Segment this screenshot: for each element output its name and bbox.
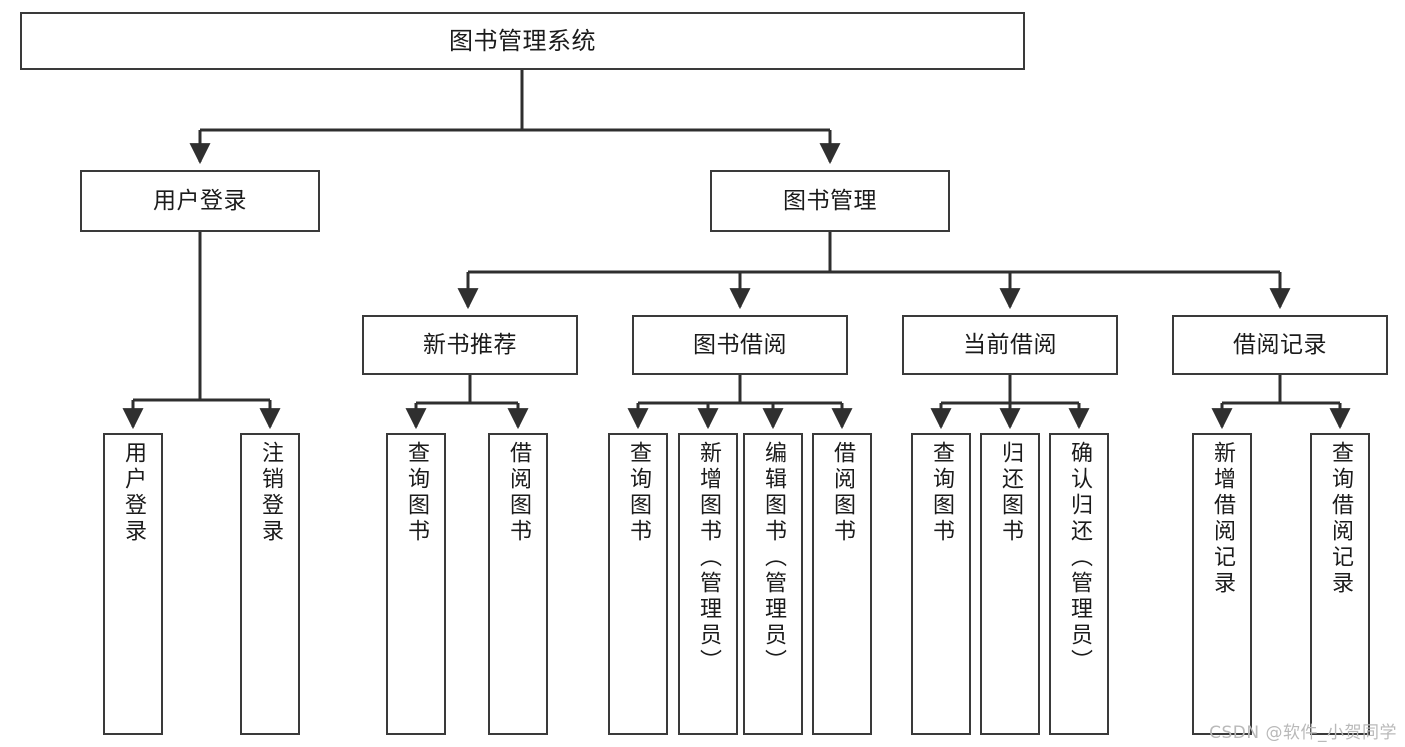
node-label: 新书推荐 [423,331,517,358]
leaf-edit-book[interactable]: 编辑图书（管理员） [743,433,803,735]
node-label: 图书借阅 [693,331,787,358]
leaf-query-book-borrow[interactable]: 查询图书 [608,433,668,735]
node-label: 新增图书（管理员） [696,441,721,675]
leaf-query-book-recommend[interactable]: 查询图书 [386,433,446,735]
node-label: 确认归还（管理员） [1067,441,1092,675]
node-label: 新增借阅记录 [1210,441,1235,597]
node-book-manage[interactable]: 图书管理 [710,170,950,232]
leaf-confirm-return[interactable]: 确认归还（管理员） [1049,433,1109,735]
leaf-add-borrow-record[interactable]: 新增借阅记录 [1192,433,1252,735]
leaf-borrow-book-recommend[interactable]: 借阅图书 [488,433,548,735]
node-label: 借阅记录 [1233,331,1327,358]
leaf-borrow-book[interactable]: 借阅图书 [812,433,872,735]
node-label: 查询图书 [404,441,429,545]
node-label: 查询图书 [626,441,651,545]
leaf-user-login[interactable]: 用户登录 [103,433,163,735]
node-label: 用户登录 [121,441,146,545]
leaf-query-book-current[interactable]: 查询图书 [911,433,971,735]
node-label: 图书管理 [783,187,877,214]
node-label: 图书管理系统 [449,27,596,55]
node-new-book-recommend[interactable]: 新书推荐 [362,315,578,375]
node-current-borrow[interactable]: 当前借阅 [902,315,1118,375]
node-label: 注销登录 [258,441,283,545]
node-root-system[interactable]: 图书管理系统 [20,12,1025,70]
leaf-logout-login[interactable]: 注销登录 [240,433,300,735]
node-label: 借阅图书 [506,441,531,545]
node-book-borrow[interactable]: 图书借阅 [632,315,848,375]
node-label: 当前借阅 [963,331,1057,358]
leaf-add-book[interactable]: 新增图书（管理员） [678,433,738,735]
watermark-text: CSDN @软件_小贺同学 [1209,723,1397,743]
node-borrow-record[interactable]: 借阅记录 [1172,315,1388,375]
node-label: 用户登录 [153,187,247,214]
leaf-query-borrow-record[interactable]: 查询借阅记录 [1310,433,1370,735]
node-label: 查询借阅记录 [1328,441,1353,597]
leaf-return-book[interactable]: 归还图书 [980,433,1040,735]
node-label: 查询图书 [929,441,954,545]
node-label: 编辑图书（管理员） [761,441,786,675]
node-user-login[interactable]: 用户登录 [80,170,320,232]
node-label: 借阅图书 [830,441,855,545]
node-label: 归还图书 [998,441,1023,545]
